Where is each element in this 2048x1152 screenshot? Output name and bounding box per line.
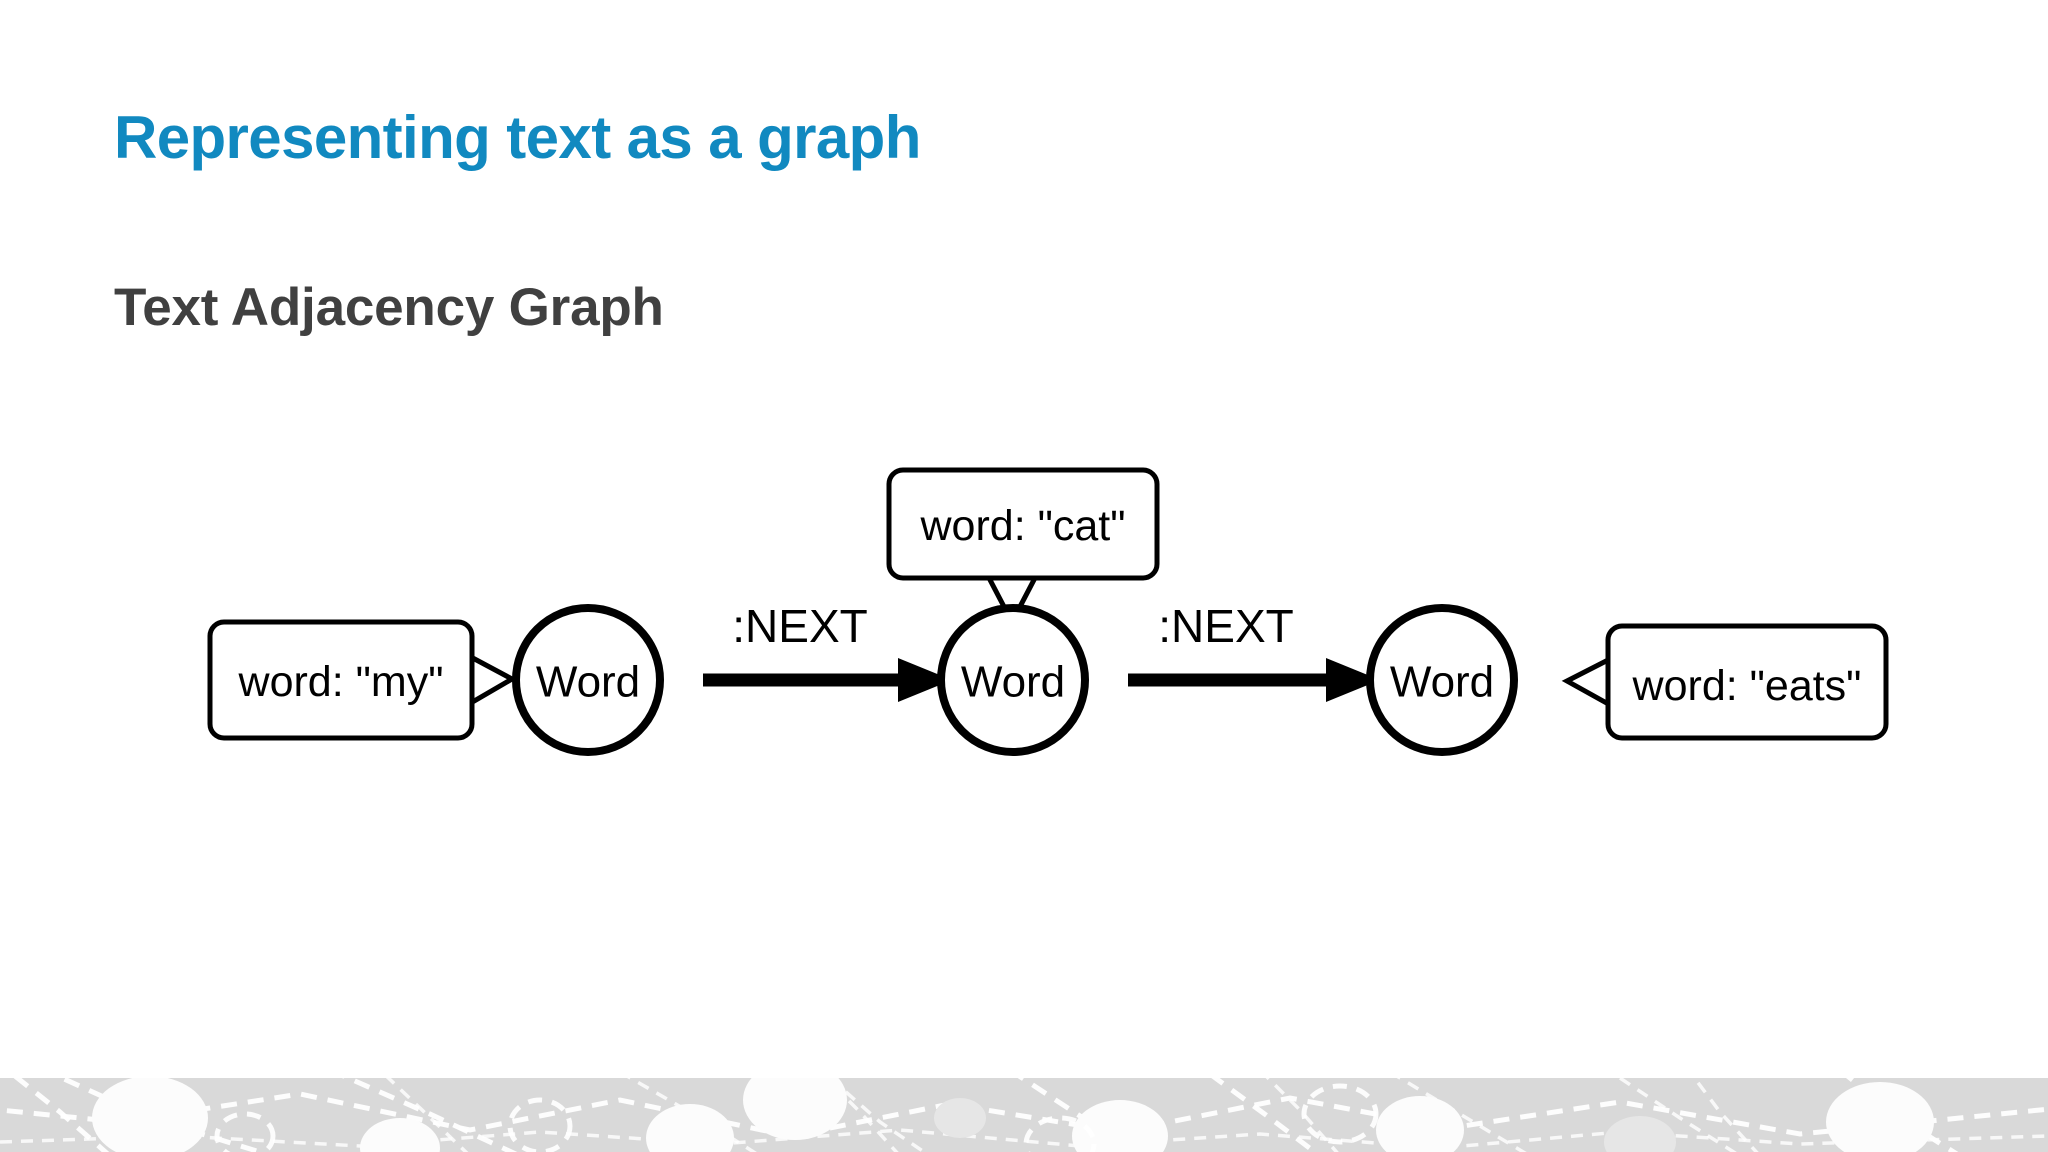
node-circle xyxy=(1366,604,1518,756)
callout-label-cat: word: "cat" xyxy=(920,502,1126,550)
callout-label-my: word: "my" xyxy=(238,658,444,706)
arrowhead-icon xyxy=(1326,658,1380,702)
callout-word-my[interactable]: word: "my" xyxy=(207,619,518,741)
section-heading: Text Adjacency Graph xyxy=(114,278,664,337)
node-label-2: Word xyxy=(961,658,1065,707)
callout-box xyxy=(886,467,1160,581)
callout-box xyxy=(1605,623,1889,741)
footer-network-nodes xyxy=(92,1078,1934,1152)
node-circle xyxy=(512,604,664,756)
callout-tail-icon xyxy=(1561,653,1615,711)
graph-node-word-3[interactable]: Word xyxy=(1366,604,1518,756)
edge-label-next-2: :NEXT xyxy=(1158,600,1293,652)
callout-tail-icon xyxy=(466,651,518,709)
node-circle xyxy=(937,604,1089,756)
callout-word-eats[interactable]: word: "eats" xyxy=(1561,623,1889,741)
page-title: Representing text as a graph xyxy=(114,104,921,171)
edge-next-1: :NEXT xyxy=(703,600,952,702)
graph-node-word-1[interactable]: Word xyxy=(512,604,664,756)
callout-word-cat[interactable]: word: "cat" xyxy=(886,467,1160,628)
node-label-3: Word xyxy=(1390,658,1494,707)
edge-label-next-1: :NEXT xyxy=(732,600,867,652)
footer-decorative-band xyxy=(0,1078,2048,1152)
callout-label-eats: word: "eats" xyxy=(1632,662,1862,710)
edge-next-2: :NEXT xyxy=(1128,600,1380,702)
text-adjacency-graph-diagram: :NEXT :NEXT word: "my" word: "cat" xyxy=(0,430,2048,850)
callout-box xyxy=(207,619,475,741)
graph-node-word-2[interactable]: Word xyxy=(937,604,1089,756)
arrowhead-icon xyxy=(898,658,952,702)
node-label-1: Word xyxy=(536,658,640,707)
